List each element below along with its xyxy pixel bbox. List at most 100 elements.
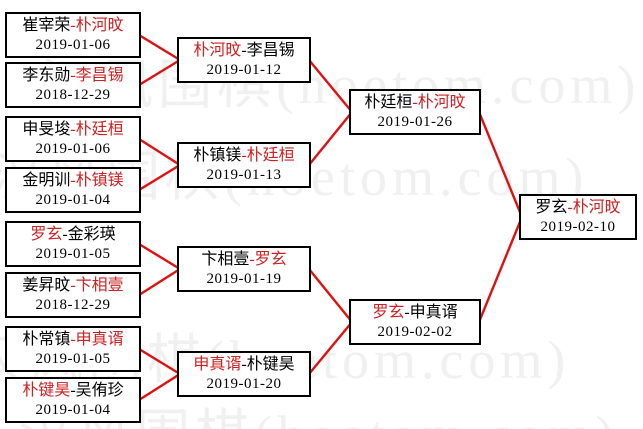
player-name: 申旻埈: [22, 121, 71, 138]
player-name: 金明训: [22, 172, 71, 189]
player-name: 罗玄: [372, 304, 405, 321]
player-name: 朴廷桓: [364, 94, 413, 111]
connector-line: [477, 111, 524, 218]
player-name: 申真谞: [409, 304, 458, 321]
player-name: 吴侑珍: [75, 382, 124, 399]
player-name: 朴镇镁: [193, 147, 242, 164]
player-name: 李昌锡: [246, 42, 295, 59]
connector-line: [138, 347, 181, 376]
match-r2-m2: 朴镇镁-朴廷桓 2019-01-13: [177, 142, 311, 188]
match-r1-m2: 李东勋-李昌锡 2018-12-29: [5, 62, 141, 108]
match-r1-m4: 金明训-朴镇镁 2019-01-04: [5, 167, 141, 213]
match-r1-m5: 罗玄-金彩瑛 2019-01-05: [5, 221, 141, 267]
player-name: 卞相壹: [75, 277, 124, 294]
match-result: 金明训-朴镇镁: [7, 171, 139, 191]
player-name: 申真谞: [75, 331, 124, 348]
player-name: 卞相壹: [201, 251, 250, 268]
match-result: 崔宰荣-朴河旼: [7, 16, 139, 36]
player-name: 朴河旼: [75, 17, 124, 34]
player-name: 李东勋: [22, 67, 71, 84]
player-name: 罗玄: [30, 226, 63, 243]
match-r1-m6: 姜昇旼-卞相壹 2018-12-29: [5, 272, 141, 318]
match-r1-m1: 崔宰荣-朴河旼 2019-01-06: [5, 12, 141, 58]
match-date: 2019-01-19: [206, 271, 282, 287]
player-name: 朴廷桓: [75, 121, 124, 138]
separator: -: [70, 172, 76, 189]
player-name: 朴常镇: [22, 331, 71, 348]
separator: -: [70, 382, 76, 399]
match-result: 朴河旼-李昌锡: [179, 41, 309, 61]
separator: -: [70, 17, 76, 34]
match-date: 2019-01-04: [35, 402, 111, 418]
match-date: 2019-01-13: [206, 167, 282, 183]
connector-line: [308, 111, 353, 166]
match-r2-m4: 申真谞-朴键昊 2019-01-20: [177, 351, 311, 397]
player-name: 李昌锡: [75, 67, 124, 84]
match-result: 朴常镇-申真谞: [7, 330, 139, 350]
match-date: 2019-01-20: [206, 376, 282, 392]
player-name: 罗玄: [535, 199, 568, 216]
match-date: 2019-02-02: [377, 324, 453, 340]
connector-line: [308, 268, 353, 323]
separator: -: [249, 251, 255, 268]
separator: -: [70, 277, 76, 294]
connector-line: [477, 216, 524, 323]
player-name: 姜昇旼: [22, 277, 71, 294]
separator: -: [62, 226, 68, 243]
connector-line: [308, 59, 353, 113]
connector-line: [138, 372, 181, 402]
match-date: 2019-01-26: [377, 114, 453, 130]
match-result: 罗玄-朴河旼: [521, 198, 635, 218]
separator: -: [241, 42, 247, 59]
match-sf-m1: 朴廷桓-朴河旼 2019-01-26: [349, 89, 481, 135]
match-result: 姜昇旼-卞相壹: [7, 276, 139, 296]
match-date: 2019-01-05: [35, 246, 111, 262]
player-name: 金彩瑛: [67, 226, 116, 243]
separator: -: [241, 147, 247, 164]
match-date: 2019-01-04: [35, 192, 111, 208]
match-final: 罗玄-朴河旼 2019-02-10: [519, 194, 637, 240]
connector-line: [308, 321, 353, 375]
match-r2-m1: 朴河旼-李昌锡 2019-01-12: [177, 37, 311, 83]
match-sf-m2: 罗玄-申真谞 2019-02-02: [349, 299, 481, 345]
match-date: 2018-12-29: [35, 297, 111, 313]
connector-line: [138, 58, 181, 87]
separator: -: [404, 304, 410, 321]
match-r1-m8: 朴键昊-吴侑珍 2019-01-04: [5, 377, 141, 423]
player-name: 崔宰荣: [22, 17, 71, 34]
connector-line: [138, 33, 181, 62]
match-date: 2019-01-06: [35, 37, 111, 53]
player-name: 申真谞: [193, 356, 242, 373]
match-r1-m7: 朴常镇-申真谞 2019-01-05: [5, 326, 141, 372]
player-name: 罗玄: [254, 251, 287, 268]
player-name: 朴键昊: [22, 382, 71, 399]
match-result: 李东勋-李昌锡: [7, 66, 139, 86]
player-name: 朴河旼: [572, 199, 621, 216]
match-result: 申真谞-朴键昊: [179, 355, 309, 375]
connector-line: [138, 137, 181, 167]
separator: -: [70, 121, 76, 138]
separator: -: [241, 356, 247, 373]
match-date: 2019-01-05: [35, 351, 111, 367]
connector-line: [138, 267, 181, 297]
match-result: 朴键昊-吴侑珍: [7, 381, 139, 401]
separator: -: [70, 67, 76, 84]
match-result: 朴镇镁-朴廷桓: [179, 146, 309, 166]
player-name: 朴廷桓: [246, 147, 295, 164]
match-result: 罗玄-申真谞: [351, 303, 479, 323]
separator: -: [412, 94, 418, 111]
player-name: 朴河旼: [417, 94, 466, 111]
connector-line: [138, 242, 181, 271]
match-result: 朴廷桓-朴河旼: [351, 93, 479, 113]
player-name: 朴镇镁: [75, 172, 124, 189]
player-name: 朴键昊: [246, 356, 295, 373]
player-name: 朴河旼: [193, 42, 242, 59]
separator: -: [70, 331, 76, 348]
separator: -: [567, 199, 573, 216]
match-result: 申旻埈-朴廷桓: [7, 120, 139, 140]
connector-line: [138, 163, 181, 192]
match-r1-m3: 申旻埈-朴廷桓 2019-01-06: [5, 116, 141, 162]
match-date: 2019-01-06: [35, 141, 111, 157]
